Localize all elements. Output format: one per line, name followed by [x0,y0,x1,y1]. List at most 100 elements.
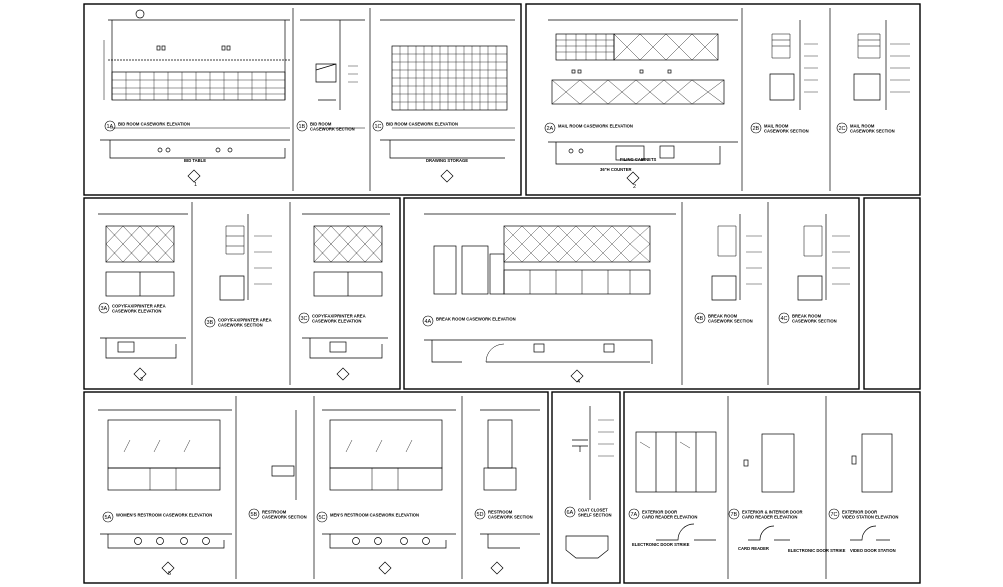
detail-subtitle: CASEWORK SECTION [792,319,837,324]
panel-7-frame [623,391,921,584]
detail-title: EXTERIOR DOOR [842,510,877,515]
detail-title: EXTERIOR & INTERIOR DOOR [742,510,803,515]
detail-1c-elevation [380,19,515,111]
panel-4-plan [424,339,653,383]
panel-3-plan [100,337,388,381]
detail-key: 6A [567,510,574,516]
detail-key: 4C [781,316,788,322]
detail-title: WOMEN'S RESTROOM CASEWORK ELEVATION [116,513,212,518]
detail-5c-elevation [322,409,456,491]
plan-label: DRAWING STORAGE [426,158,468,163]
detail-key: 5B [251,512,258,518]
detail-key: 4B [697,316,704,322]
detail-title: RESTROOM [488,510,513,515]
detail-key-circle [102,511,114,523]
detail-key: 7C [831,512,838,518]
detail-title: BID ROOM [310,122,332,127]
detail-key-circle [372,120,384,132]
detail-key-circle [628,508,640,520]
panel-1-plan [100,127,515,183]
sheet-number: 1 [194,182,197,188]
detail-key-circle [694,312,706,324]
detail-title: MAIL ROOM [764,124,789,129]
detail-key-circle [98,302,110,314]
detail-key: 2A [547,126,554,132]
detail-subtitle: CASEWORK SECTION [262,515,307,520]
detail-subtitle: CASEWORK ELEVATION [112,309,161,314]
detail-5d-section [480,409,540,491]
detail-subtitle: CASEWORK SECTION [218,323,263,328]
panel-1-frame [83,3,522,196]
detail-6a-section [565,406,614,559]
detail-key-circle [204,316,216,328]
detail-4c-section [797,214,850,301]
panel-2-frame [525,3,921,196]
detail-key-circle [750,122,762,134]
detail-key: 1C [375,124,382,130]
detail-title: BREAK ROOM CASEWORK ELEVATION [436,317,516,322]
panel-5-frame [83,391,549,584]
panel-2-plan [548,141,738,185]
detail-key-circle [474,508,486,520]
panel-4-frame [403,197,921,390]
panel-5-plan [100,533,540,575]
detail-key-circle [778,312,790,324]
detail-key: 2C [839,126,846,132]
detail-subtitle: CASEWORK SECTION [850,129,895,134]
detail-key-circle [728,508,740,520]
detail-4a-elevation [424,213,676,295]
detail-subtitle: CASEWORK ELEVATION [312,319,361,324]
detail-key-circle [564,506,576,518]
detail-key: 1B [299,124,306,130]
panel-6-frame [551,391,621,584]
detail-subtitle: SHELF SECTION [578,513,612,518]
detail-subtitle: CASEWORK SECTION [708,319,753,324]
detail-title: COPY/FAX/PRINTER AREA [112,304,166,309]
detail-title: BREAK ROOM [792,314,822,319]
detail-title: MAIL ROOM CASEWORK ELEVATION [558,124,633,129]
detail-title: MEN'S RESTROOM CASEWORK ELEVATION [330,513,419,518]
detail-key: 1A [107,124,114,130]
detail-7b-elevation [743,433,795,541]
detail-key-circle [422,315,434,327]
detail-key-circle [248,508,260,520]
detail-key: 3C [301,316,308,322]
detail-key-circle [298,312,310,324]
panel-blank-frame [863,197,921,390]
sheet-number: 5 [168,571,171,577]
detail-key-circle [828,508,840,520]
detail-title: COPY/FAX/PRINTER AREA [312,314,366,319]
detail-key: 4A [425,319,432,325]
sheet-number: 4 [577,379,580,385]
detail-subtitle: CASEWORK SECTION [310,127,355,132]
plan-label: VIDEO DOOR STATION [850,548,896,553]
detail-1b-section [300,19,365,110]
plan-label: 36"H COUNTER [600,167,632,172]
detail-key-circle [836,122,848,134]
detail-key: 5C [319,515,326,521]
detail-3a-elevation [98,213,188,297]
detail-title: COPY/FAX/PRINTER AREA [218,318,272,323]
detail-key: 5D [477,512,484,518]
plan-label: BID TABLE [184,158,206,163]
detail-subtitle: CASEWORK SECTION [764,129,809,134]
detail-key: 3A [101,306,108,312]
plan-label: ELECTRONIC DOOR STRIKE [632,542,690,547]
detail-key: 2B [753,126,760,132]
detail-key: 5A [105,515,112,521]
detail-4b-section [711,214,762,301]
detail-subtitle: CARD READER ELEVATION [742,515,797,520]
detail-5b-section [271,410,297,500]
detail-subtitle: CASEWORK SECTION [488,515,533,520]
detail-7c-elevation [850,433,893,541]
detail-title: COAT CLOSET [578,508,608,513]
detail-title: BREAK ROOM [708,314,738,319]
detail-key: 7A [631,512,638,518]
detail-title: BID ROOM CASEWORK ELEVATION [386,122,458,127]
detail-title: EXTERIOR DOOR [642,510,677,515]
detail-title: BID ROOM CASEWORK ELEVATION [118,122,190,127]
detail-5a-elevation [98,409,232,491]
detail-3b-section [219,214,272,301]
